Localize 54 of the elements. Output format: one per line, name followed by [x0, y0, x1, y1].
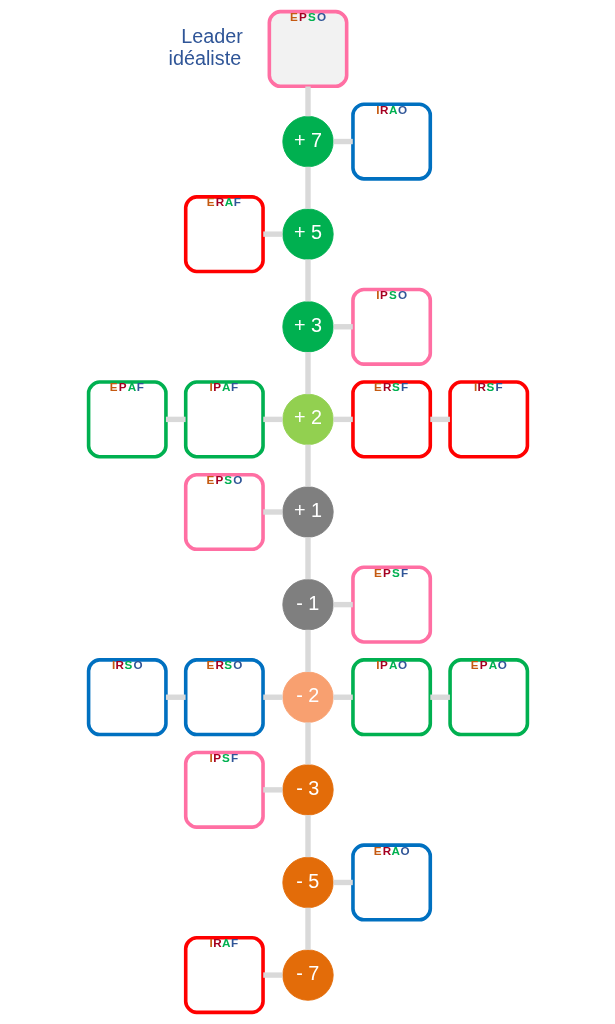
node-circle: - 1 [281, 579, 334, 631]
node-box: IPSO [350, 287, 432, 366]
connector [304, 815, 311, 858]
node-circle: - 2 [281, 671, 334, 723]
connector [304, 629, 311, 672]
node-circle: - 7 [281, 949, 334, 1001]
connector [304, 166, 311, 209]
connector [165, 694, 186, 700]
node-circle: - 3 [281, 764, 334, 816]
node-box: IRSF [447, 380, 529, 459]
connector [165, 416, 186, 423]
connector [262, 509, 282, 515]
node-box: EPSF [350, 565, 432, 644]
node-label: Leader idéaliste [168, 25, 243, 69]
node-box: EPSO [183, 472, 265, 552]
connector [262, 416, 282, 423]
connector [304, 444, 311, 487]
node-circle: + 3 [281, 301, 334, 353]
connector [304, 537, 311, 580]
connector [262, 972, 282, 978]
node-circle: - 5 [281, 856, 334, 909]
node-circle: + 7 [281, 115, 334, 168]
connector [333, 138, 353, 145]
connector [304, 86, 311, 117]
connector [333, 324, 353, 330]
connector [429, 416, 450, 423]
node-box: ERAF [183, 195, 265, 274]
node-circle: + 5 [281, 208, 334, 260]
node-box: ERSO [183, 658, 265, 737]
node-box: IRAF [183, 935, 265, 1015]
node-box: IRAO [350, 102, 432, 181]
node-box: EPAO [447, 658, 529, 737]
connector [304, 259, 311, 302]
node-box: IPAF [183, 380, 265, 459]
connector [333, 416, 353, 423]
node-box: EPAF [86, 380, 168, 459]
connector [304, 352, 311, 395]
node-box: ERAO [350, 843, 432, 922]
connector [333, 694, 353, 700]
connector [333, 601, 353, 608]
node-box: EPSO [267, 9, 348, 89]
connector [333, 879, 353, 886]
connector [262, 231, 282, 237]
node-box: IPSF [183, 750, 265, 829]
node-box: ERSF [350, 380, 432, 459]
connector [304, 907, 311, 950]
connector [262, 694, 282, 700]
connector [262, 787, 282, 793]
node-circle: + 1 [281, 486, 334, 538]
node-circle: + 2 [281, 393, 334, 445]
node-box: IRSO [86, 658, 168, 737]
connector [304, 722, 311, 765]
connector [429, 694, 450, 700]
node-box: IPAO [350, 658, 432, 737]
